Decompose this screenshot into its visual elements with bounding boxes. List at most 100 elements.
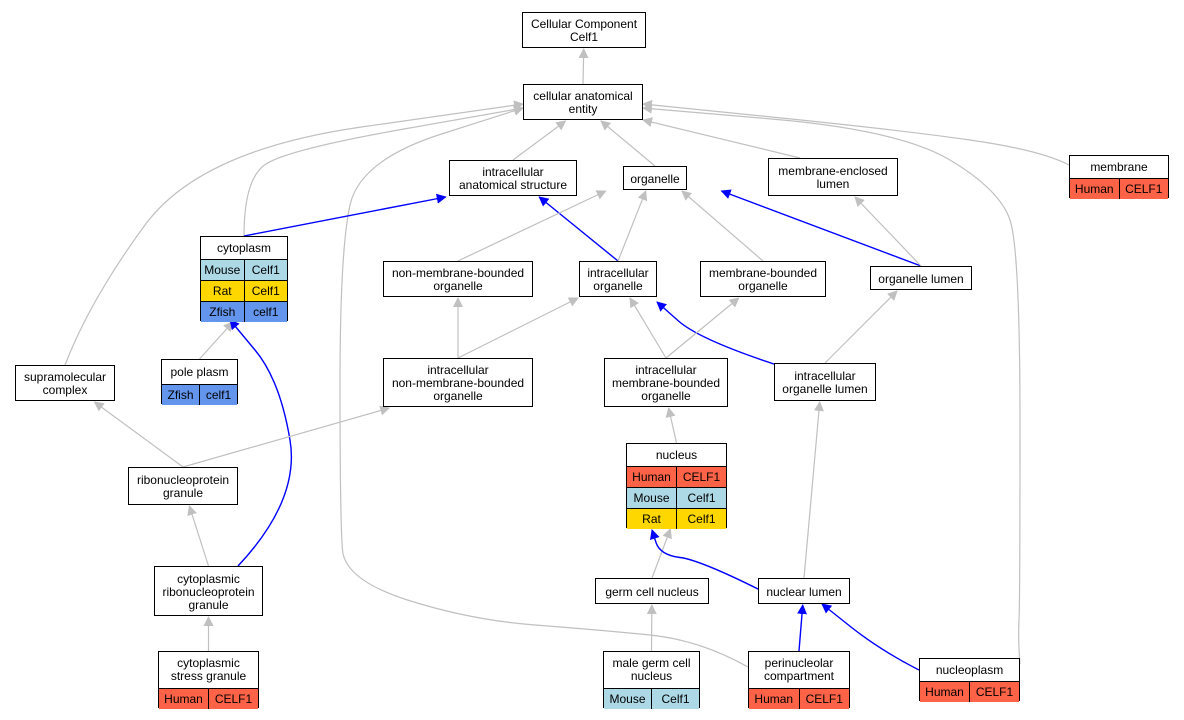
gene-cell: Celf1: [676, 488, 726, 508]
ortholog-row: Mouse Celf1: [627, 487, 726, 508]
gene-cell: CELF1: [969, 682, 1019, 702]
species-cell: Human: [925, 685, 964, 699]
is-a-edge-grey: [629, 297, 667, 359]
go-term-label: nucleoplasm: [935, 662, 1004, 677]
is-a-edge-grey: [243, 104, 524, 237]
go-term-label: male germ cell nucleus: [612, 656, 691, 683]
is-a-edge-grey: [642, 117, 801, 159]
go-term-node[interactable]: ribonucleoprotein granule: [128, 467, 238, 505]
species-cell: Rat: [642, 512, 661, 526]
go-term-node[interactable]: intracellular organelle lumen: [774, 363, 876, 401]
go-term-label: organelle: [630, 171, 680, 186]
is-a-edge-grey: [512, 120, 567, 161]
go-term-label: membrane: [1090, 159, 1148, 174]
is-a-edge-blue: [538, 196, 619, 262]
is-a-edge-blue: [649, 529, 761, 591]
species-cell: Human: [1074, 182, 1114, 196]
is-a-edge-grey: [803, 401, 824, 579]
is-a-edge-grey: [665, 297, 740, 359]
go-term-label: organelle lumen: [878, 271, 964, 286]
species-cell: Human: [754, 692, 794, 706]
is-a-edge-grey: [665, 407, 678, 444]
go-term-node[interactable]: organelle lumen: [870, 266, 972, 290]
go-term-label: non-membrane-bounded organelle: [391, 266, 525, 293]
species-cell: Human: [164, 692, 203, 706]
go-term-label: cytoplasmic stress granule: [170, 656, 247, 683]
go-term-node[interactable]: intracellular non-membrane-bounded organ…: [383, 358, 533, 407]
go-term-label: intracellular membrane-bounded organelle: [611, 363, 721, 403]
is-a-edge-grey: [457, 297, 579, 359]
go-term-node[interactable]: membrane-bounded organelle: [700, 261, 826, 297]
go-term-node[interactable]: cellular anatomical entity: [523, 84, 643, 120]
is-a-edge-grey: [199, 321, 234, 360]
is-a-edge-grey: [182, 405, 391, 468]
gene-cell: Celf1: [243, 281, 288, 301]
ortholog-row: Zfish celf1: [162, 384, 237, 405]
is-a-edge-grey: [339, 105, 749, 668]
go-term-node[interactable]: cytoplasmic ribonucleoprotein granule: [154, 566, 263, 616]
go-term-label: intracellular organelle lumen: [782, 369, 868, 396]
gene-cell: celf1: [243, 302, 288, 322]
go-term-node[interactable]: germ cell nucleus: [595, 578, 709, 604]
is-a-edge-grey: [854, 196, 922, 267]
gene-cell: CELF1: [1118, 179, 1169, 199]
gene-cell: Celf1: [676, 509, 726, 529]
go-term-label: cellular anatomical entity: [533, 89, 633, 116]
go-term-label: germ cell nucleus: [605, 584, 699, 599]
is-a-edge-grey: [457, 190, 607, 262]
is-a-edge-grey: [681, 190, 764, 262]
is-a-edge-grey: [93, 401, 184, 468]
go-term-node[interactable]: intracellular anatomical structure: [449, 160, 577, 196]
go-term-node[interactable]: Cellular Component Celf1: [522, 12, 646, 48]
go-term-node[interactable]: nuclear lumen: [758, 578, 850, 604]
gene-cell: Celf1: [243, 260, 288, 280]
go-term-label: perinucleolar compartment: [763, 656, 835, 683]
ortholog-row: Rat Celf1: [627, 508, 726, 529]
go-term-label: Cellular Component Celf1: [530, 17, 638, 44]
is-a-edge-grey: [617, 190, 648, 262]
is-a-edge-grey: [651, 528, 672, 579]
is-a-edge-grey: [642, 103, 1021, 665]
is-a-edge-blue: [243, 193, 447, 237]
go-term-label: membrane-enclosed lumen: [778, 164, 888, 191]
is-a-edge-grey: [824, 290, 898, 364]
go-term-node[interactable]: intracellular membrane-bounded organelle: [604, 358, 728, 407]
go-term-node[interactable]: organelle: [623, 166, 687, 190]
species-cell: Mouse: [609, 692, 646, 706]
species-cell: Rat: [212, 284, 232, 298]
gene-cell: celf1: [199, 385, 237, 405]
is-a-edge-blue: [656, 301, 781, 367]
go-term-label: ribonucleoprotein granule: [136, 473, 230, 500]
ortholog-row: Human CELF1: [1070, 178, 1168, 199]
go-term-label: nuclear lumen: [766, 584, 842, 599]
go-term-node[interactable]: intracellular organelle: [579, 261, 657, 297]
go-term-node[interactable]: supramolecular complex: [15, 365, 115, 401]
species-cell: Zfish: [209, 305, 236, 319]
ortholog-row: Rat Celf1: [201, 280, 287, 301]
ortholog-row: Human CELF1: [920, 681, 1019, 702]
is-a-edge-blue: [720, 189, 922, 267]
go-term-node[interactable]: non-membrane-bounded organelle: [383, 261, 533, 297]
gene-cell: CELF1: [208, 689, 258, 709]
ortholog-row: Human CELF1: [159, 688, 258, 709]
go-term-label: pole plasm: [170, 364, 229, 379]
go-term-label: intracellular anatomical structure: [458, 165, 568, 192]
is-a-edge-grey: [187, 505, 210, 567]
species-cell: Zfish: [167, 388, 194, 402]
ortholog-row: Zfish celf1: [201, 301, 287, 322]
go-term-node[interactable]: membrane-enclosed lumen: [768, 158, 898, 196]
species-cell: Human: [632, 470, 671, 484]
species-cell: Mouse: [633, 491, 670, 505]
